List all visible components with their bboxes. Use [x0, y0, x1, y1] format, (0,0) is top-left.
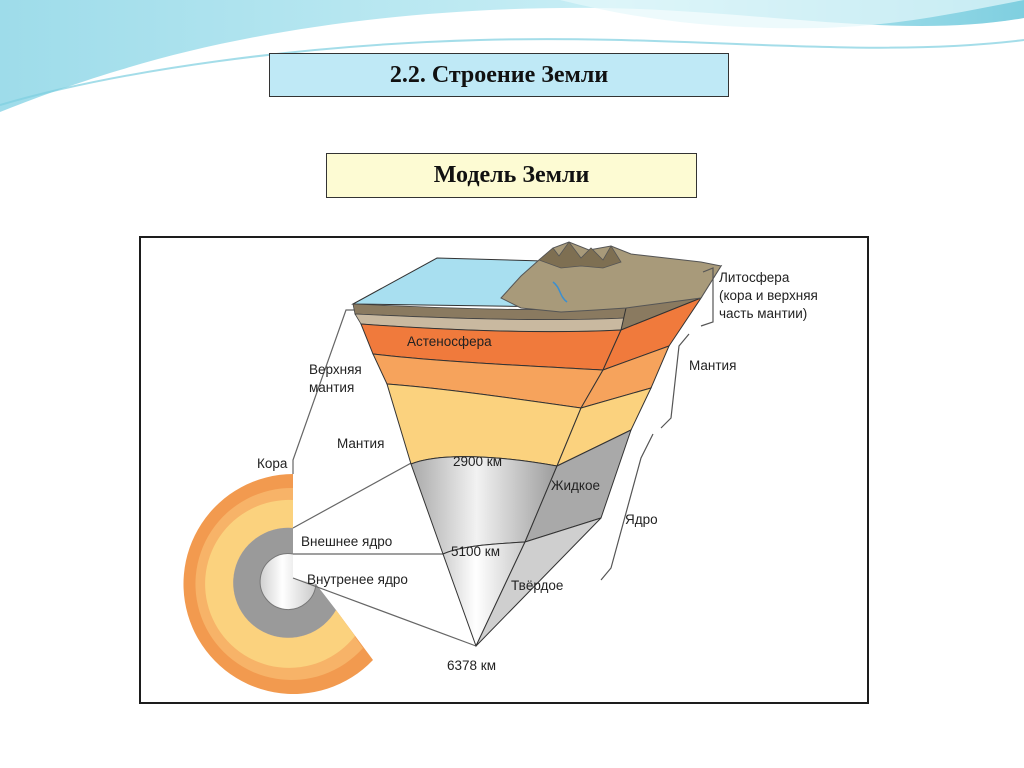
label-depth-5100: 5100 км — [451, 544, 500, 559]
earth-cross-section — [183, 474, 373, 694]
label-lithosphere-2: (кора и верхняя — [719, 288, 818, 303]
label-upper-mantle-1: Верхняя — [309, 362, 362, 377]
earth-wedge — [351, 241, 723, 648]
diagram-subtitle: Модель Земли — [326, 153, 697, 198]
label-crust: Кора — [257, 456, 288, 471]
label-depth-2900: 2900 км — [453, 454, 502, 469]
slide-title: 2.2. Строение Земли — [269, 53, 729, 97]
label-mantle-right: Мантия — [689, 358, 736, 373]
background-waves — [0, 0, 1024, 120]
label-core: Ядро — [625, 512, 658, 527]
earth-model-illustration: Литосфера (кора и верхняя часть мантии) … — [183, 241, 818, 694]
brackets — [600, 267, 714, 581]
label-outer-core: Внешнее ядро — [301, 534, 392, 549]
label-inner-core: Внутренее ядро — [307, 572, 408, 587]
label-depth-6378: 6378 км — [447, 658, 496, 673]
label-asthenosphere: Астеносфера — [407, 334, 492, 349]
label-solid: Твёрдое — [511, 578, 563, 593]
earth-structure-diagram: Литосфера (кора и верхняя часть мантии) … — [139, 236, 869, 704]
label-upper-mantle-2: мантия — [309, 380, 354, 395]
label-lithosphere-1: Литосфера — [719, 270, 790, 285]
diagram-labels: Литосфера (кора и верхняя часть мантии) … — [257, 270, 818, 673]
label-mantle-left: Мантия — [337, 436, 384, 451]
connector-lines — [292, 309, 477, 647]
label-lithosphere-3: часть мантии) — [719, 306, 807, 321]
label-liquid: Жидкое — [551, 478, 600, 493]
